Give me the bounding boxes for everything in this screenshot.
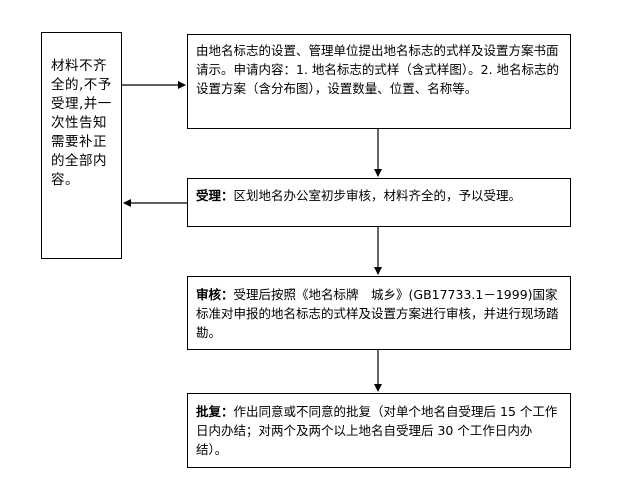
review-step-box: 审核：受理后按照《地名标牌 城乡》(GB17733.1－1999)国家标准对申报… xyxy=(187,276,571,350)
review-step-label: 审核： xyxy=(196,287,234,302)
application-step-box: 由地名标志的设置、管理单位提出地名标志的式样及设置方案书面请示。申请内容：1. … xyxy=(187,34,571,129)
application-step-text: 由地名标志的设置、管理单位提出地名标志的式样及设置方案书面请示。申请内容：1. … xyxy=(196,43,560,96)
approval-step-label: 批复： xyxy=(196,404,234,419)
incomplete-materials-text: 材料不齐全的,不予受理,并一次性告知需要补正的全部内容。 xyxy=(51,58,112,188)
acceptance-step-text: 区划地名办公室初步审核，材料齐全的，予以受理。 xyxy=(233,188,522,203)
review-step-text: 受理后按照《地名标牌 城乡》(GB17733.1－1999)国家标准对申报的地名… xyxy=(196,287,559,340)
acceptance-step-box: 受理：区划地名办公室初步审核，材料齐全的，予以受理。 xyxy=(187,178,571,227)
incomplete-materials-box: 材料不齐全的,不予受理,并一次性告知需要补正的全部内容。 xyxy=(41,32,122,259)
acceptance-step-label: 受理： xyxy=(196,188,234,203)
approval-step-box: 批复：作出同意或不同意的批复（对单个地名自受理后 15 个工作日内办结；对两个及… xyxy=(187,393,571,468)
approval-step-text: 作出同意或不同意的批复（对单个地名自受理后 15 个工作日内办结；对两个及两个以… xyxy=(196,404,558,457)
